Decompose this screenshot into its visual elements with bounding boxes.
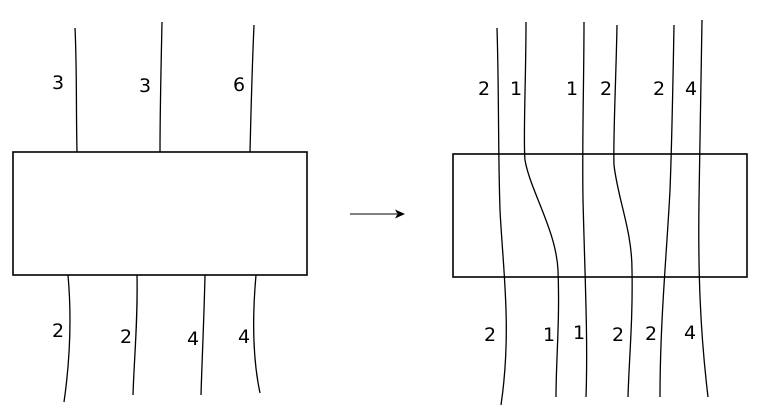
left-top-strand-3: [249, 24, 255, 153]
right-bottom-label-2: 1: [543, 324, 555, 346]
right-top-label-4: 2: [600, 78, 612, 100]
right-top-label-2: 1: [510, 78, 522, 100]
left-top-label-3: 6: [233, 74, 245, 96]
right-strand-5: [659, 24, 675, 398]
right-bottom-label-6: 4: [684, 322, 696, 344]
right-strand-4: [613, 24, 633, 398]
right-top-label-5: 2: [653, 78, 665, 100]
right-bottom-label-5: 2: [645, 323, 657, 345]
left-box: [12, 151, 308, 276]
right-top-label-1: 2: [478, 78, 490, 100]
left-bottom-label-2: 2: [120, 326, 132, 348]
right-bottom-label-3: 1: [573, 322, 585, 344]
right-diagram: 2 1 1 2 2 4 2 1 1 2 2 4: [452, 19, 748, 406]
left-top-strand-2: [159, 21, 163, 153]
left-bottom-label-1: 2: [52, 320, 64, 342]
left-bottom-label-3: 4: [187, 328, 199, 350]
right-box: [452, 153, 748, 278]
right-strand-3: [582, 21, 588, 398]
left-bottom-strand-3: [200, 274, 206, 396]
right-strand-2: [523, 21, 560, 398]
right-bottom-label-1: 2: [484, 324, 496, 346]
arrow-head-icon: [395, 209, 405, 219]
left-diagram: 3 3 6 2 2 4 4: [12, 21, 308, 403]
transform-arrow: [350, 209, 405, 219]
right-bottom-label-4: 2: [612, 324, 624, 346]
left-top-strand-1: [74, 27, 78, 153]
left-top-label-1: 3: [52, 72, 64, 94]
right-strand-6: [698, 19, 709, 398]
left-bottom-strand-4: [253, 274, 261, 394]
left-bottom-label-4: 4: [238, 326, 250, 348]
left-bottom-strand-2: [132, 274, 138, 396]
left-bottom-strand-1: [63, 274, 71, 403]
right-top-label-3: 1: [566, 78, 578, 100]
left-top-label-2: 3: [139, 75, 151, 97]
right-strand-1: [496, 27, 507, 406]
right-top-label-6: 4: [685, 78, 697, 100]
